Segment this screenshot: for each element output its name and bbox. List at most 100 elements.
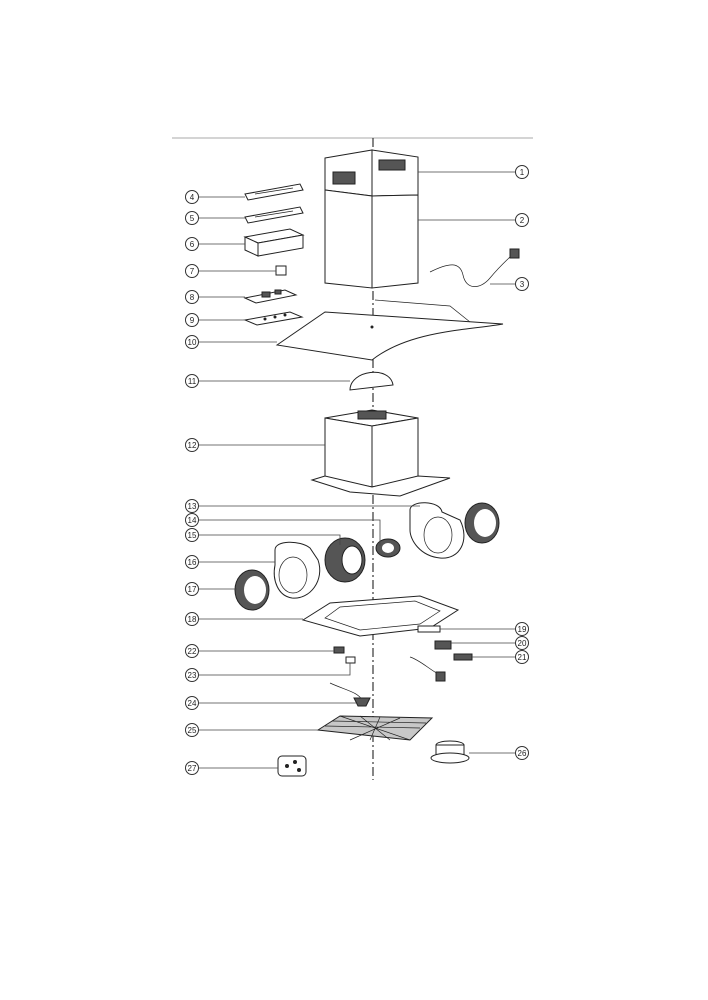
callout-17: 17 bbox=[185, 582, 199, 596]
callout-number-20: 20 bbox=[518, 639, 527, 648]
callout-1: 1 bbox=[515, 165, 529, 179]
callout-10: 10 bbox=[185, 335, 199, 349]
callout-circle-2 bbox=[515, 213, 529, 227]
outlet-flange bbox=[430, 740, 470, 764]
callout-number-17: 17 bbox=[188, 585, 197, 594]
callout-26: 26 bbox=[515, 746, 529, 760]
callout-19: 19 bbox=[515, 622, 529, 636]
callout-9: 9 bbox=[185, 313, 199, 327]
right-carbon-filter bbox=[464, 502, 500, 544]
callout-circle-27 bbox=[185, 761, 199, 775]
callout-circle-22 bbox=[185, 644, 199, 658]
callout-8: 8 bbox=[185, 290, 199, 304]
callout-circle-8 bbox=[185, 290, 199, 304]
callout-circle-1 bbox=[515, 165, 529, 179]
callout-number-23: 23 bbox=[188, 671, 197, 680]
callout-12: 12 bbox=[185, 438, 199, 452]
callout-22: 22 bbox=[185, 644, 199, 658]
callout-circle-16 bbox=[185, 555, 199, 569]
callout-7: 7 bbox=[185, 264, 199, 278]
callout-number-14: 14 bbox=[188, 516, 197, 525]
callout-number-8: 8 bbox=[190, 293, 195, 302]
control-box bbox=[243, 228, 305, 257]
callout-13: 13 bbox=[185, 499, 199, 513]
callout-number-16: 16 bbox=[188, 558, 197, 567]
callout-20: 20 bbox=[515, 636, 529, 650]
callout-circle-17 bbox=[185, 582, 199, 596]
main-housing bbox=[310, 409, 451, 497]
callout-circle-14 bbox=[185, 513, 199, 527]
callout-number-2: 2 bbox=[520, 216, 525, 225]
callout-number-27: 27 bbox=[188, 764, 197, 773]
callout-2: 2 bbox=[515, 213, 529, 227]
callout-circle-19 bbox=[515, 622, 529, 636]
callout-circle-21 bbox=[515, 650, 529, 664]
callout-circle-18 bbox=[185, 612, 199, 626]
callout-number-11: 11 bbox=[188, 377, 197, 386]
callout-11: 11 bbox=[185, 374, 199, 388]
callout-circle-7 bbox=[185, 264, 199, 278]
callout-23: 23 bbox=[185, 668, 199, 682]
callout-number-4: 4 bbox=[190, 193, 195, 202]
lamp-wire-assembly bbox=[329, 682, 371, 707]
lamp bbox=[345, 656, 356, 664]
bracket-upper bbox=[244, 183, 304, 201]
callout-circle-11 bbox=[185, 374, 199, 388]
glass-holder-dome bbox=[349, 371, 394, 391]
callout-6: 6 bbox=[185, 237, 199, 251]
callout-circle-23 bbox=[185, 668, 199, 682]
callout-circle-9 bbox=[185, 313, 199, 327]
callout-number-19: 19 bbox=[518, 625, 527, 634]
callout-number-15: 15 bbox=[188, 531, 197, 540]
curved-glass-panel bbox=[275, 299, 504, 361]
callout-circle-3 bbox=[515, 277, 529, 291]
leader-line-14 bbox=[198, 519, 381, 546]
callout-circle-24 bbox=[185, 696, 199, 710]
callout-number-5: 5 bbox=[190, 214, 195, 223]
callout-18: 18 bbox=[185, 612, 199, 626]
screw-kit bbox=[277, 755, 307, 777]
callout-number-1: 1 bbox=[520, 168, 525, 177]
callout-4: 4 bbox=[185, 190, 199, 204]
callout-16: 16 bbox=[185, 555, 199, 569]
callout-27: 27 bbox=[185, 761, 199, 775]
callout-circle-10 bbox=[185, 335, 199, 349]
callout-circle-12 bbox=[185, 438, 199, 452]
left-carbon-filter bbox=[234, 569, 270, 611]
callout-circle-6 bbox=[185, 237, 199, 251]
callout-circle-20 bbox=[515, 636, 529, 650]
callout-circle-4 bbox=[185, 190, 199, 204]
chimney-upper-part bbox=[324, 149, 419, 197]
capacitor bbox=[275, 265, 287, 276]
callout-number-26: 26 bbox=[518, 749, 527, 758]
leader-line-23 bbox=[198, 663, 351, 676]
callout-number-7: 7 bbox=[190, 267, 195, 276]
callout-number-13: 13 bbox=[188, 502, 197, 511]
bracket-lower bbox=[244, 206, 304, 224]
leader-lines bbox=[198, 171, 516, 769]
switch bbox=[434, 640, 452, 650]
power-cord bbox=[429, 248, 520, 287]
wiring-connector bbox=[409, 653, 473, 682]
callout-number-24: 24 bbox=[188, 699, 197, 708]
grease-filter bbox=[316, 715, 434, 741]
callout-number-22: 22 bbox=[188, 647, 197, 656]
callout-number-25: 25 bbox=[188, 726, 197, 735]
callout-5: 5 bbox=[185, 211, 199, 225]
callout-3: 3 bbox=[515, 277, 529, 291]
callout-number-12: 12 bbox=[188, 441, 197, 450]
callout-circle-26 bbox=[515, 746, 529, 760]
chimney-lower-part bbox=[324, 189, 419, 289]
leader-line-15 bbox=[198, 534, 341, 545]
display-circuit-board bbox=[243, 311, 304, 326]
callout-15: 15 bbox=[185, 528, 199, 542]
impeller bbox=[324, 537, 366, 583]
lamp-holder bbox=[333, 646, 345, 654]
callout-number-21: 21 bbox=[518, 653, 527, 662]
right-blower-housing bbox=[409, 502, 465, 559]
callout-number-9: 9 bbox=[190, 316, 195, 325]
left-blower-housing bbox=[273, 541, 321, 599]
motor bbox=[375, 538, 401, 558]
callout-14: 14 bbox=[185, 513, 199, 527]
switch-panel bbox=[417, 625, 441, 633]
